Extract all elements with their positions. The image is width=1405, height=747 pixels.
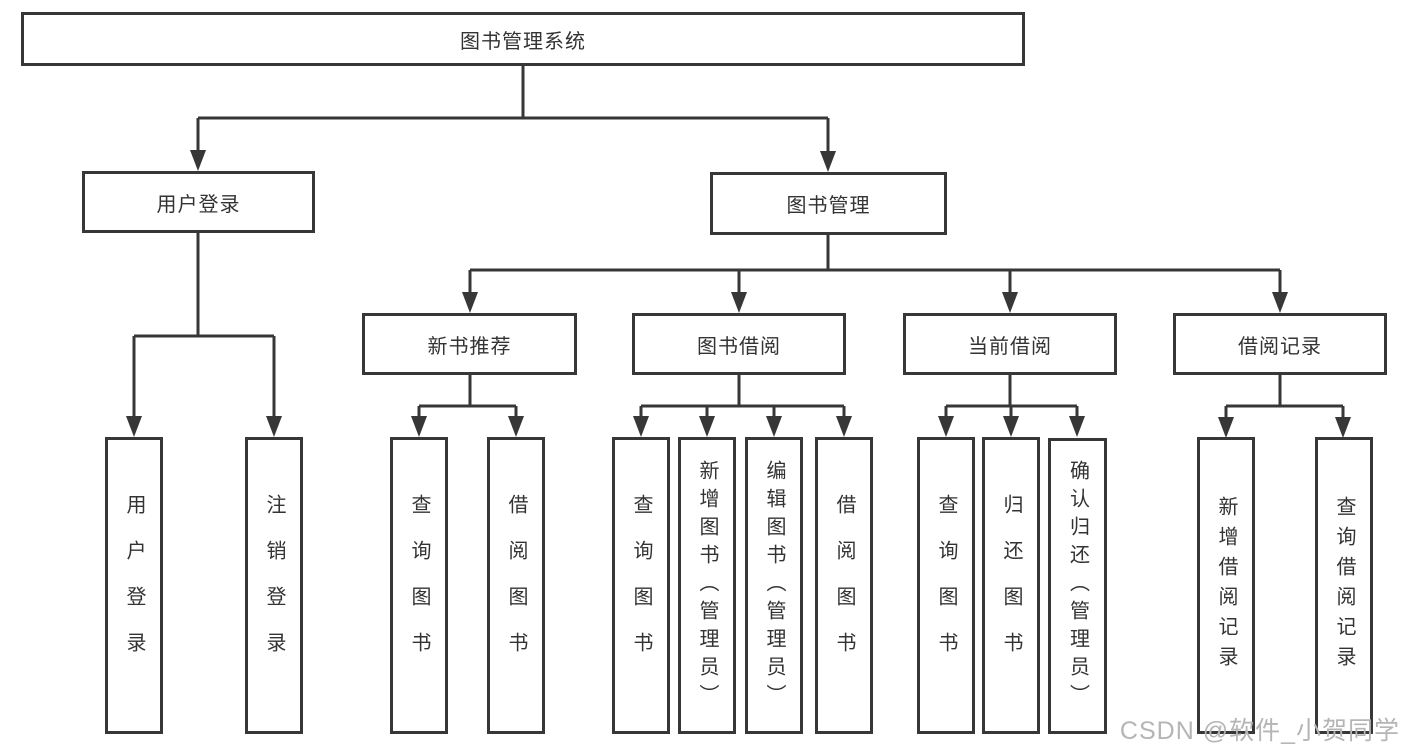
arrowhead-down-icon	[1335, 417, 1351, 438]
arrowhead-down-icon	[1002, 292, 1018, 313]
arrowhead-down-icon	[1272, 292, 1288, 313]
watermark-text: CSDN @软件_小贺同学	[1119, 717, 1400, 745]
node-user-login: 用户登录	[82, 171, 315, 233]
arrowhead-down-icon	[126, 416, 142, 437]
node-borrowing-records: 借阅记录	[1173, 313, 1387, 375]
node-book-management: 图书管理	[710, 172, 947, 235]
arrowhead-down-icon	[1218, 417, 1234, 438]
leaf-edit-books-admin: 编辑图书（管理员）	[745, 437, 803, 734]
node-new-book-recommendation: 新书推荐	[362, 313, 577, 375]
leaf-query-books-current-label: 查询图书	[935, 493, 957, 678]
arrowhead-down-icon	[766, 416, 782, 437]
leaf-query-books-recommend: 查询图书	[390, 437, 448, 734]
arrowhead-down-icon	[699, 416, 715, 437]
leaf-query-books-current: 查询图书	[917, 437, 975, 734]
leaf-logout-login-label: 注销登录	[263, 493, 285, 678]
arrowhead-down-icon	[836, 416, 852, 437]
arrowhead-down-icon	[1003, 416, 1019, 437]
leaf-logout-login: 注销登录	[245, 437, 303, 734]
leaf-add-books-admin: 新增图书（管理员）	[678, 437, 736, 734]
leaf-query-books-recommend-label: 查询图书	[408, 493, 430, 678]
leaf-confirm-return-admin: 确认归还（管理员）	[1048, 438, 1107, 734]
arrowhead-down-icon	[820, 151, 836, 172]
node-library-management-system: 图书管理系统	[21, 12, 1025, 66]
leaf-borrow-books: 借阅图书	[815, 437, 873, 734]
node-current-borrowing: 当前借阅	[903, 313, 1117, 375]
arrowhead-down-icon	[462, 292, 478, 313]
arrowhead-down-icon	[266, 416, 282, 437]
leaf-query-borrow-record-label: 查询借阅记录	[1333, 495, 1355, 676]
leaf-edit-books-admin-label: 编辑图书（管理员）	[763, 459, 785, 712]
arrowhead-down-icon	[633, 416, 649, 437]
leaf-query-books-borrow: 查询图书	[612, 437, 670, 734]
arrowhead-down-icon	[938, 416, 954, 437]
leaf-add-books-admin-label: 新增图书（管理员）	[696, 459, 718, 712]
leaf-borrow-books-recommend-label: 借阅图书	[505, 493, 527, 678]
arrowhead-down-icon	[190, 150, 206, 171]
leaf-add-borrow-record: 新增借阅记录	[1197, 437, 1255, 734]
leaf-query-borrow-record: 查询借阅记录	[1315, 437, 1373, 734]
leaf-borrow-books-recommend: 借阅图书	[487, 437, 545, 734]
leaf-return-books-label: 归还图书	[1000, 493, 1022, 678]
leaf-return-books: 归还图书	[982, 437, 1040, 734]
leaf-borrow-books-label: 借阅图书	[833, 493, 855, 678]
arrowhead-down-icon	[1069, 416, 1085, 437]
leaf-add-borrow-record-label: 新增借阅记录	[1215, 495, 1237, 676]
arrowhead-down-icon	[731, 292, 747, 313]
arrowhead-down-icon	[411, 416, 427, 437]
leaf-confirm-return-admin-label: 确认归还（管理员）	[1066, 460, 1089, 712]
node-book-borrowing: 图书借阅	[632, 313, 846, 375]
leaf-query-books-borrow-label: 查询图书	[630, 493, 652, 678]
arrowhead-down-icon	[508, 416, 524, 437]
leaf-user-login-label: 用户登录	[123, 493, 145, 678]
leaf-user-login: 用户登录	[105, 437, 163, 734]
